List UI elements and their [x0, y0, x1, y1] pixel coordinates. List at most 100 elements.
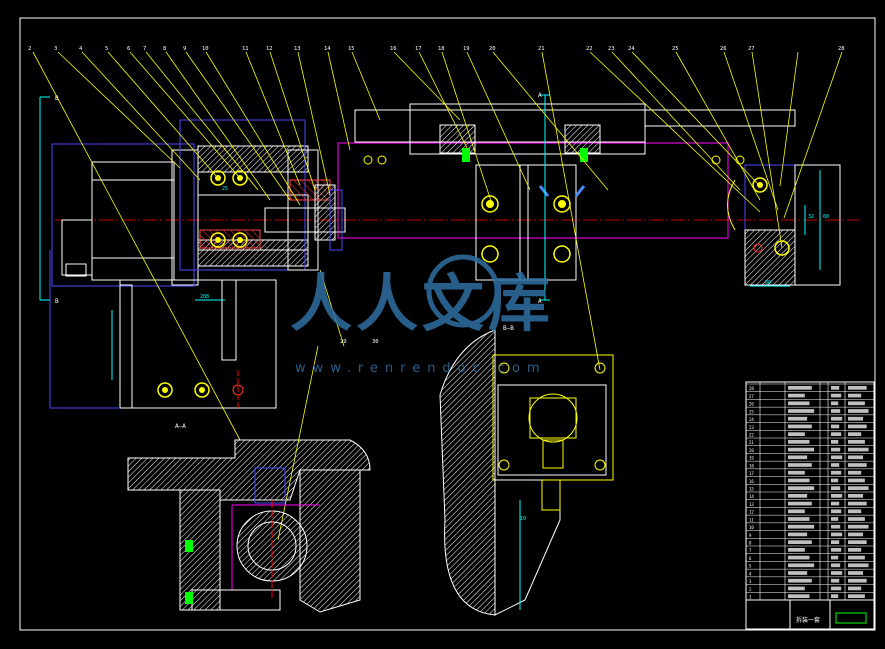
bom-cell-text [848, 509, 862, 514]
dimension-25: 25 [222, 186, 228, 192]
bom-cell-text [831, 432, 842, 436]
bom-row-number: 13 [749, 502, 754, 507]
bom-cell-text [831, 517, 839, 521]
bom-cell-text [788, 416, 808, 421]
bom-cell-text [831, 463, 840, 467]
balloon-row: 2 3 4 5 6 7 8 9 10 11 12 13 14 15 16 17 … [28, 46, 845, 345]
bom-cell-text [831, 401, 839, 406]
balloon-10: 10 [202, 46, 209, 52]
bom-cell-text [788, 393, 805, 398]
bom-cell-text [831, 424, 840, 429]
bom-cell-text [788, 455, 808, 460]
bom-row-number: 20 [749, 448, 754, 453]
dimension-32: 32 [808, 214, 814, 220]
balloon-5: 5 [105, 46, 108, 52]
bom-cell-text [788, 501, 812, 506]
balloon-21: 21 [538, 46, 545, 52]
bom-cell-text [831, 501, 840, 506]
bom-cell-text [831, 586, 842, 591]
bom-cell-text [831, 393, 842, 398]
watermark-text: 人人文库 [290, 267, 554, 340]
bom-row-number: 8 [749, 541, 752, 546]
dimension-208: 208 [200, 294, 209, 300]
bom-row-number: 18 [749, 463, 754, 468]
bom-cell-text [788, 401, 810, 406]
bom-cell-text [788, 548, 805, 552]
dimension-10: 10 [520, 516, 526, 522]
bom-cell-text [848, 548, 862, 552]
bom-cell-text [788, 509, 805, 514]
watermark: 人人文库 www.renrendoc.com [290, 254, 554, 376]
drawing-border [19, 17, 876, 631]
bom-cell-text [848, 563, 869, 568]
section-mark-a-top: A [538, 92, 542, 99]
balloon-12: 12 [266, 46, 273, 52]
bom-cell-text [831, 555, 839, 560]
dimension-80: 80 [765, 280, 771, 286]
balloon-27: 27 [748, 46, 755, 52]
bom-cell-text [831, 409, 841, 413]
balloon-2: 2 [28, 46, 31, 52]
bom-cell-text [848, 470, 862, 475]
bom-row-number: 26 [749, 402, 754, 407]
bom-cell-text [788, 494, 808, 498]
section-mark-b-bottom: B [55, 298, 59, 305]
balloon-8: 8 [163, 46, 166, 52]
dimension-texts: 208 25 10 32 60 80 [200, 186, 829, 522]
bom-cell-text [831, 470, 842, 475]
bom-row-number: 1 [749, 595, 752, 600]
bom-cell-text [848, 517, 865, 521]
bom-cell-text [848, 524, 869, 529]
bom-row-number: 14 [749, 494, 754, 499]
bom-cell-text [788, 463, 812, 467]
balloon-29: 29 [340, 339, 347, 345]
bom-row-number: 11 [749, 517, 754, 522]
bom-cell-text [788, 540, 812, 544]
bom-cell-text [848, 478, 865, 483]
balloon-28: 28 [838, 46, 845, 52]
bom-row-number: 7 [749, 548, 752, 553]
bom-row-number: 6 [749, 556, 752, 561]
bom-row-number: 25 [749, 409, 754, 414]
bom-cell-text [848, 393, 862, 398]
bom-cell-text [831, 594, 839, 598]
leader-lines [32, 51, 843, 541]
bom-cell-text [788, 578, 812, 583]
bom-row-number: 23 [749, 425, 754, 430]
bom-row-number: 24 [749, 417, 754, 422]
dimension-60: 60 [823, 214, 829, 220]
balloon-11: 11 [242, 46, 249, 52]
bom-row-number: 3 [749, 579, 752, 584]
section-labels: A A B B A—A B—B [55, 92, 542, 430]
bom-cell-text [788, 563, 815, 568]
bom-cell-text [848, 586, 862, 591]
bom-row-number: 19 [749, 456, 754, 461]
bom-cell-text [848, 416, 864, 421]
balloon-19: 19 [463, 46, 470, 52]
balloon-15: 15 [348, 46, 355, 52]
balloon-20: 20 [489, 46, 496, 52]
balloon-14: 14 [324, 46, 331, 52]
bom-cell-text [848, 432, 862, 436]
bom-cell-text [831, 494, 843, 498]
title-block: 2827262524232221201918171615141312111098… [745, 381, 875, 630]
section-bb-view [439, 329, 614, 616]
bom-cell-text [831, 447, 841, 452]
bom-row-number: 9 [749, 533, 752, 538]
bom-row-number: 17 [749, 471, 754, 476]
bom-cell-text [788, 571, 808, 575]
bom-cell-text [788, 524, 815, 529]
section-title-aa: A—A [175, 423, 186, 430]
bom-cell-text [848, 501, 867, 506]
bom-cell-text [831, 540, 840, 544]
bom-row-number: 28 [749, 386, 754, 391]
bom-cell-text [788, 447, 815, 452]
bom-cell-text [831, 578, 840, 583]
bom-cell-text [848, 455, 864, 460]
balloon-23: 23 [608, 46, 615, 52]
bom-cell-text [848, 386, 867, 390]
bom-cell-text [831, 440, 839, 444]
drawing-title: 拆装一套 [796, 616, 820, 624]
bom-cell-text [848, 571, 864, 575]
section-aa-view [127, 439, 371, 613]
